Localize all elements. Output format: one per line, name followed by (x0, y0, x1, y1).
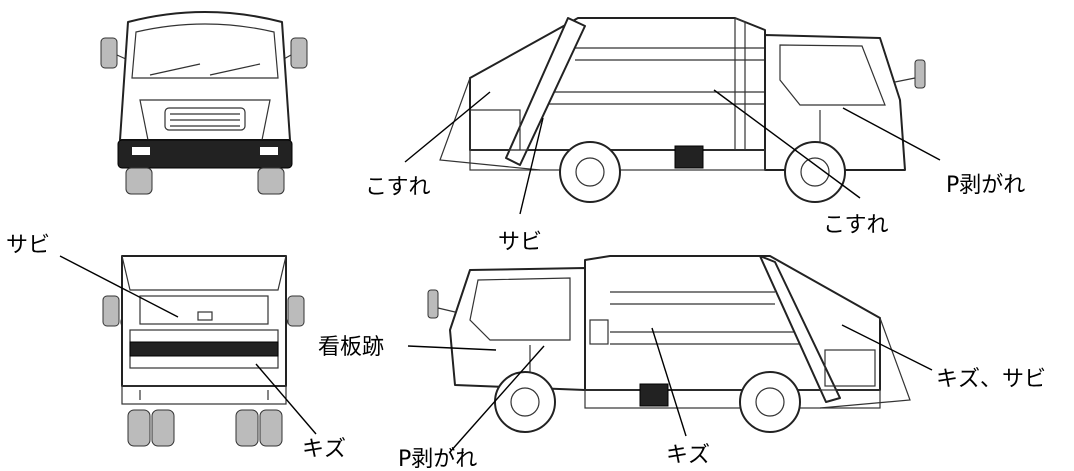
label-kosure-left: こすれ (365, 175, 431, 200)
leader-kizu-bottom (651, 327, 687, 437)
truck-rear-view (102, 255, 305, 447)
truck-side-view-right (439, 17, 926, 203)
leader-kosure-right (713, 89, 861, 199)
leader-sabi-rear (59, 255, 179, 318)
leader-kizu-rear (255, 363, 317, 435)
label-kizu-bottom: キズ (666, 443, 710, 468)
leader-p-hagare-top (842, 107, 941, 161)
leader-kosure-left (404, 91, 491, 163)
leader-sabi-top (519, 117, 544, 215)
label-kosure-right: こすれ (823, 213, 889, 238)
label-kizu-sabi: キズ、サビ (936, 367, 1046, 392)
label-kizu-rear: キズ (302, 437, 346, 462)
label-p-hagare-bottom: P剥がれ (398, 447, 477, 471)
label-p-hagare-top: P剥がれ (946, 173, 1025, 198)
leader-kizu-sabi (841, 324, 933, 371)
label-sabi-top: サビ (498, 230, 542, 255)
leader-kanban-ato (407, 345, 497, 351)
leader-p-hagare-bottom (449, 345, 545, 453)
callout-lines (59, 89, 941, 453)
label-sabi-rear: サビ (6, 233, 50, 258)
truck-front-view (100, 11, 308, 195)
label-kanban-ato: 看板跡 (318, 335, 384, 360)
damage-labels: こすれ サビ こすれ P剥がれ サビ キズ 看板跡 P剥がれ キズ キズ、サビ (6, 173, 1046, 471)
truck-side-view-left (427, 255, 911, 433)
